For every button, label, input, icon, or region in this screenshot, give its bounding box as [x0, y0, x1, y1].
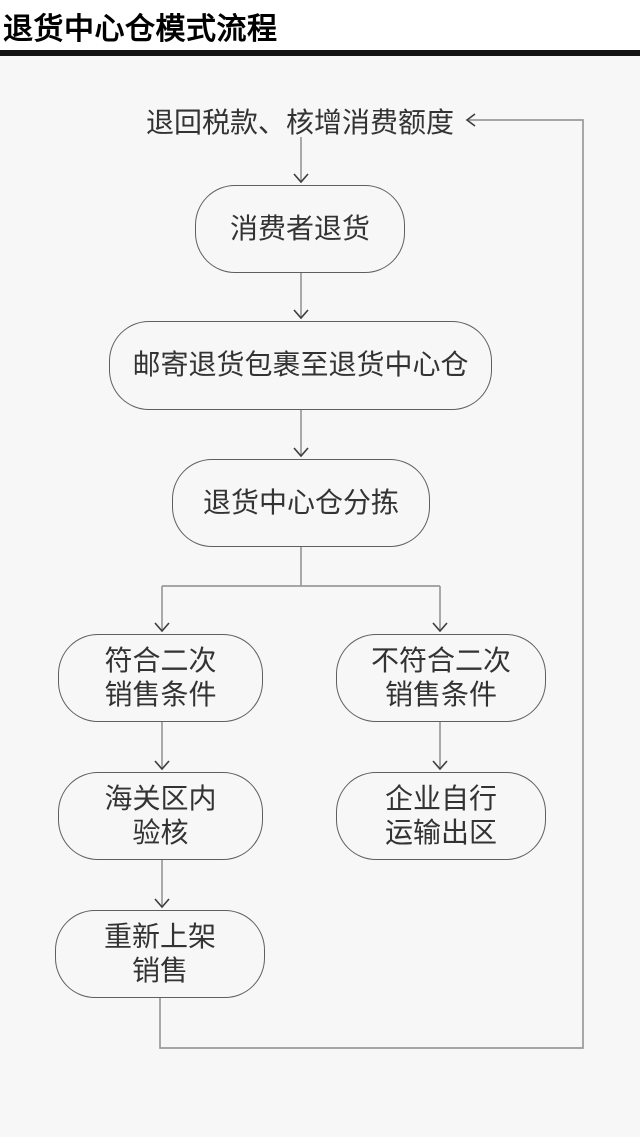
- arrowhead-down: [432, 622, 448, 633]
- flow-node-customs-verification: 海关区内 验核: [58, 772, 263, 860]
- arrowhead-down: [154, 898, 170, 909]
- node-label: 退货中心仓分拣: [202, 486, 399, 518]
- node-label: 企业自行 运输出区: [384, 782, 497, 848]
- arrowhead-down: [293, 173, 309, 184]
- flow-node-consumer-return: 消费者退货: [195, 185, 405, 273]
- node-label: 邮寄退货包裹至退货中心仓: [132, 349, 469, 381]
- arrowhead-down: [293, 447, 309, 458]
- arrowhead-down: [154, 760, 170, 771]
- arrowhead-down: [293, 309, 309, 320]
- node-label: 不符合二次 销售条件: [370, 644, 511, 710]
- header: 退货中心仓模式流程: [0, 0, 640, 56]
- page-title: 退货中心仓模式流程: [3, 13, 278, 46]
- flow-node-resale-ineligible: 不符合二次 销售条件: [336, 634, 546, 722]
- loop-label-refund-tax: 退回税款、核增消费额度: [145, 107, 454, 138]
- arrowhead-down: [432, 760, 448, 771]
- arrowhead-left: [465, 113, 476, 127]
- edge-relist-loopback: [159, 119, 584, 1049]
- flow-node-resale-eligible: 符合二次 销售条件: [58, 634, 263, 722]
- flow-node-center-sorting: 退货中心仓分拣: [172, 459, 430, 547]
- flow-node-relist-sale: 重新上架 销售: [55, 910, 265, 998]
- flowchart-connectors: [154, 113, 584, 1049]
- flow-node-self-transport-out: 企业自行 运输出区: [336, 772, 546, 860]
- node-label: 海关区内 验核: [104, 782, 217, 848]
- node-label: 符合二次 销售条件: [104, 644, 217, 710]
- flowchart-canvas: 退回税款、核增消费额度 消费者退货 邮寄退货包裹至退货中心仓 退货中心仓分拣 符…: [0, 56, 640, 1137]
- arrowhead-down: [154, 622, 170, 633]
- node-label: 重新上架 销售: [103, 920, 216, 986]
- node-label: 消费者退货: [229, 212, 370, 244]
- title-divider-bar: [0, 50, 640, 56]
- edge-sorting-split: [162, 547, 440, 587]
- flow-node-mail-to-center: 邮寄退货包裹至退货中心仓: [109, 321, 492, 410]
